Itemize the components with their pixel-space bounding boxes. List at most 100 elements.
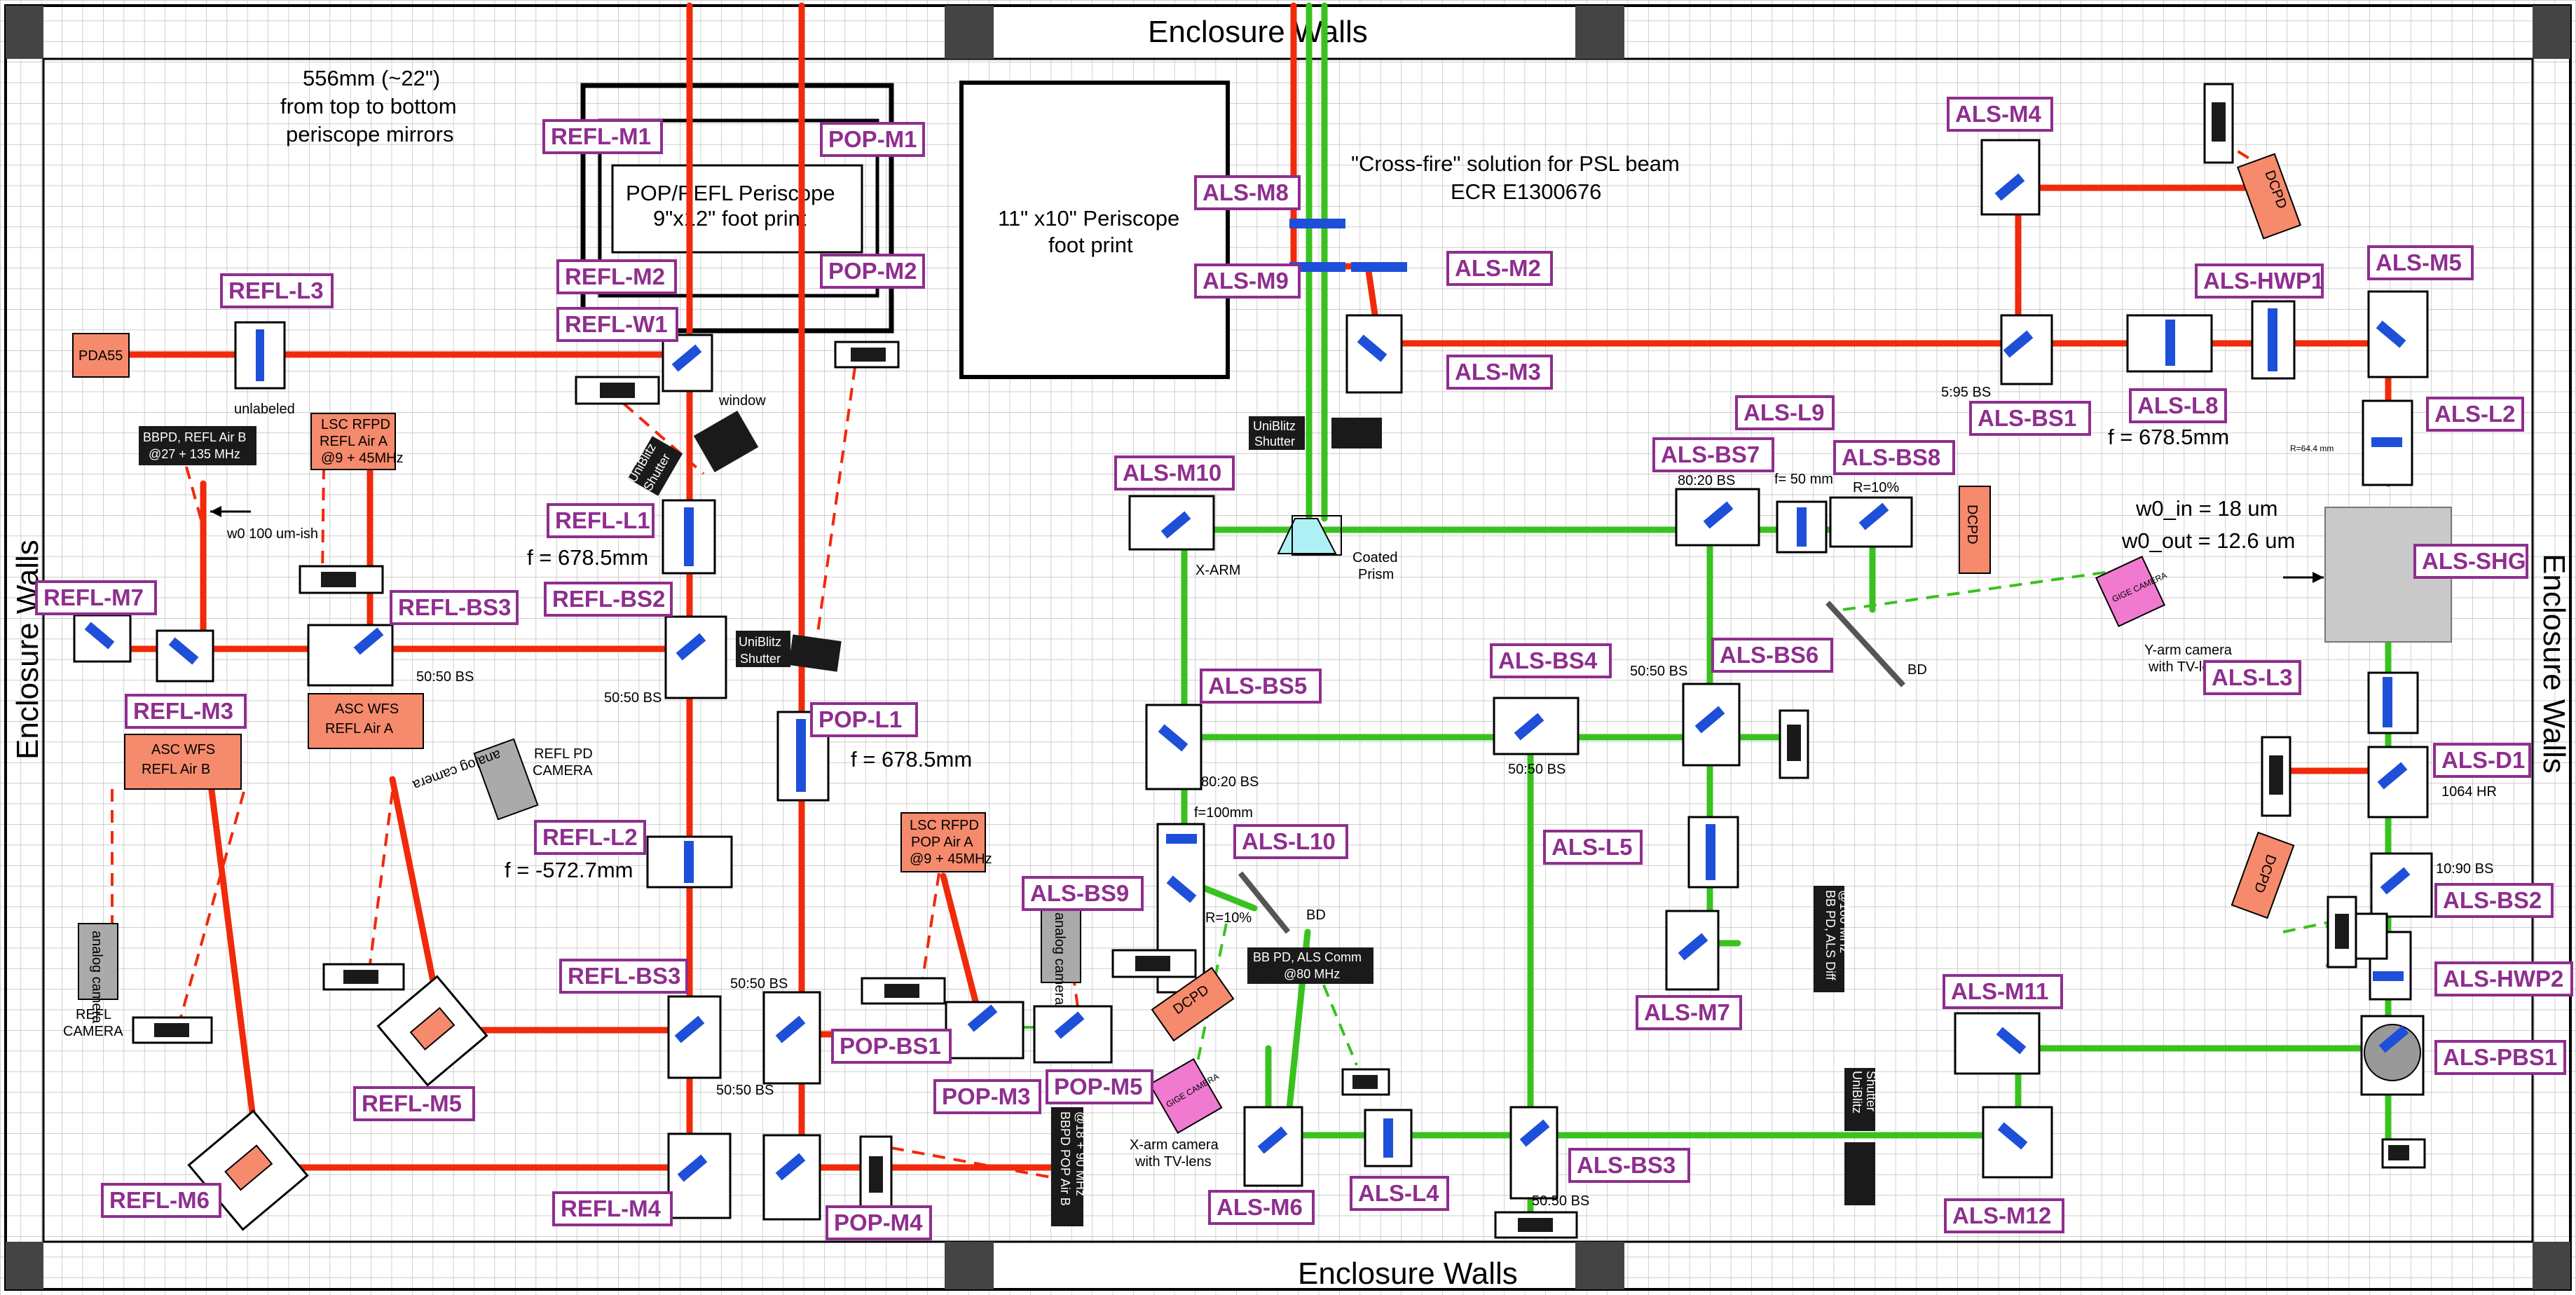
label-als-bs5: ALS-BS5 bbox=[1208, 673, 1307, 699]
refl-camera-1: REFL bbox=[76, 1007, 111, 1022]
label-refl-l1: REFL-L1 bbox=[555, 507, 650, 533]
svg-text:DCPD: DCPD bbox=[1964, 505, 1980, 544]
label-als-bs2: ALS-BS2 bbox=[2443, 887, 2542, 913]
label-als-l4: ALS-L4 bbox=[1358, 1180, 1439, 1206]
label-als-l2: ALS-L2 bbox=[2434, 401, 2516, 427]
svg-text:Shutter: Shutter bbox=[1254, 434, 1295, 448]
r644: R=64.4 mm bbox=[2290, 444, 2334, 453]
label-refl-m6: REFL-M6 bbox=[109, 1187, 210, 1213]
bbpd-pop-line2: @18 + 90 MHz bbox=[1074, 1111, 1088, 1196]
lsc-refl-line2: REFL Air A bbox=[320, 434, 388, 449]
label-als-l10: ALS-L10 bbox=[1242, 828, 1336, 854]
svg-text:analog camera: analog camera bbox=[89, 931, 104, 1024]
enclosure-walls-top: Enclosure Walls bbox=[1148, 15, 1368, 49]
label-refl-l3: REFL-L3 bbox=[228, 278, 324, 303]
label-als-m7: ALS-M7 bbox=[1644, 999, 1730, 1025]
f-pop-l1: f = 678.5mm bbox=[851, 747, 972, 772]
label-als-hwp2: ALS-HWP2 bbox=[2443, 966, 2563, 992]
bs-5050-als-bs6: 50:50 BS bbox=[1630, 664, 1687, 679]
asc-wfs-b-box bbox=[124, 734, 242, 790]
label-pop-m3: POP-M3 bbox=[942, 1083, 1031, 1109]
window-label: window bbox=[718, 393, 766, 409]
bbpd-pop-box bbox=[1051, 1107, 1083, 1226]
label-refl-m3: REFL-M3 bbox=[133, 698, 233, 724]
pop-refl-periscope-label-2: 9"x12" foot print bbox=[653, 206, 807, 231]
bs-595: 5:95 BS bbox=[1941, 385, 1991, 400]
periscope-footprint-label-1: 11" x10" Periscope bbox=[998, 206, 1179, 231]
periscope-note-2: from top to bottom bbox=[280, 94, 457, 118]
label-als-bs6: ALS-BS6 bbox=[1720, 642, 1818, 668]
bs-8020-bs5: 80:20 BS bbox=[1201, 774, 1259, 790]
label-refl-l2: REFL-L2 bbox=[542, 824, 638, 850]
label-als-l9: ALS-L9 bbox=[1743, 399, 1825, 425]
crossfire-note-1: "Cross-fire" solution for PSL beam bbox=[1351, 151, 1680, 176]
lsc-pop-line3: @9 + 45MHz bbox=[910, 851, 992, 867]
label-als-m11: ALS-M11 bbox=[1951, 978, 2048, 1004]
label-als-bs1: ALS-BS1 bbox=[1978, 405, 2076, 431]
bbpd-refl-box bbox=[139, 426, 256, 465]
yarm-camera-1: Y-arm camera bbox=[2144, 643, 2233, 658]
bd-plate-l10 bbox=[1238, 871, 1291, 934]
label-pop-m4: POP-M4 bbox=[834, 1210, 923, 1235]
bd-l10: BD bbox=[1306, 907, 1326, 923]
enclosure-walls-right: Enclosure Walls bbox=[2537, 554, 2571, 774]
label-als-shg: ALS-SHG bbox=[2422, 548, 2526, 574]
refl-camera-2: CAMERA bbox=[63, 1024, 123, 1039]
asc-wfs-a-line1: ASC WFS bbox=[335, 701, 399, 717]
label-als-m6: ALS-M6 bbox=[1217, 1194, 1303, 1220]
svg-text:UniBlitz: UniBlitz bbox=[1850, 1071, 1864, 1114]
lsc-refl-line3: @9 + 45MHz bbox=[321, 451, 404, 466]
r10-bs9: R=10% bbox=[1205, 910, 1252, 926]
bbpd-refl-line2: @27 + 135 MHz bbox=[149, 447, 240, 461]
label-als-m9: ALS-M9 bbox=[1203, 268, 1289, 294]
label-als-bs7: ALS-BS7 bbox=[1661, 441, 1760, 467]
label-als-m12: ALS-M12 bbox=[1952, 1202, 2051, 1228]
crossfire-note-2: ECR E1300676 bbox=[1451, 179, 1601, 204]
label-refl-w1: REFL-W1 bbox=[565, 311, 668, 337]
optic-mounts bbox=[73, 139, 2452, 1231]
w0-out: w0_out = 12.6 um bbox=[2121, 528, 2295, 553]
label-als-m3: ALS-M3 bbox=[1455, 359, 1541, 385]
bbpd-pop-line1: BBPD POP Air B bbox=[1058, 1111, 1072, 1206]
bbpd-refl-line1: BBPD, REFL Air B bbox=[143, 430, 246, 444]
label-als-m5: ALS-M5 bbox=[2376, 249, 2462, 275]
beam-dumps bbox=[132, 83, 2426, 1239]
periscope-footprint-label-2: foot print bbox=[1048, 233, 1133, 257]
label-refl-m1: REFL-M1 bbox=[551, 123, 651, 149]
enclosure-walls-left: Enclosure Walls bbox=[11, 540, 45, 760]
label-als-hwp1: ALS-HWP1 bbox=[2203, 268, 2324, 294]
pda55-box bbox=[72, 333, 130, 378]
dcpd-boxes: DCPD DCPD DCPD DCPD bbox=[1151, 153, 2302, 1042]
label-als-m2: ALS-M2 bbox=[1455, 255, 1541, 281]
label-pop-m1: POP-M1 bbox=[828, 126, 917, 152]
pda55-label: PDA55 bbox=[78, 348, 123, 364]
label-als-bs4: ALS-BS4 bbox=[1498, 648, 1598, 673]
lsc-pop-line1: LSC RFPD bbox=[910, 818, 979, 833]
coated-prism-2: Prism bbox=[1358, 567, 1394, 582]
label-als-m10: ALS-M10 bbox=[1123, 460, 1221, 486]
enclosure-inner bbox=[42, 57, 2534, 1243]
lsc-pop-box bbox=[900, 812, 986, 872]
hr-1064: 1064 HR bbox=[2441, 784, 2497, 800]
refl-pd-camera-2: CAMERA bbox=[533, 763, 593, 779]
refl-pd-camera-1: REFL PD bbox=[534, 746, 593, 762]
label-als-m4: ALS-M4 bbox=[1955, 101, 2041, 127]
x-arm-label: X-ARM bbox=[1195, 563, 1240, 578]
pop-refl-periscope bbox=[580, 83, 894, 334]
label-refl-m2: REFL-M2 bbox=[565, 263, 665, 289]
unlabeled-label: unlabeled bbox=[234, 402, 295, 417]
bs-5050-als-bs4: 50:50 BS bbox=[1508, 762, 1566, 777]
label-als-l8: ALS-L8 bbox=[2137, 392, 2219, 418]
asc-wfs-b-line2: REFL Air B bbox=[142, 762, 210, 777]
lsc-pop-line2: POP Air A bbox=[911, 835, 973, 850]
enclosure-walls-bottom: Enclosure Walls bbox=[1298, 1256, 1518, 1291]
svg-text:Shutter: Shutter bbox=[740, 652, 781, 666]
wall-corners bbox=[6, 6, 2570, 1289]
label-refl-m7: REFL-M7 bbox=[43, 584, 144, 610]
label-refl-m5: REFL-M5 bbox=[362, 1090, 462, 1116]
bs-5050-pop: 50:50 BS bbox=[716, 1083, 774, 1098]
label-als-l3: ALS-L3 bbox=[2212, 664, 2293, 690]
asc-wfs-a-line2: REFL Air A bbox=[325, 721, 394, 736]
bd-bs8: BD bbox=[1907, 662, 1927, 678]
